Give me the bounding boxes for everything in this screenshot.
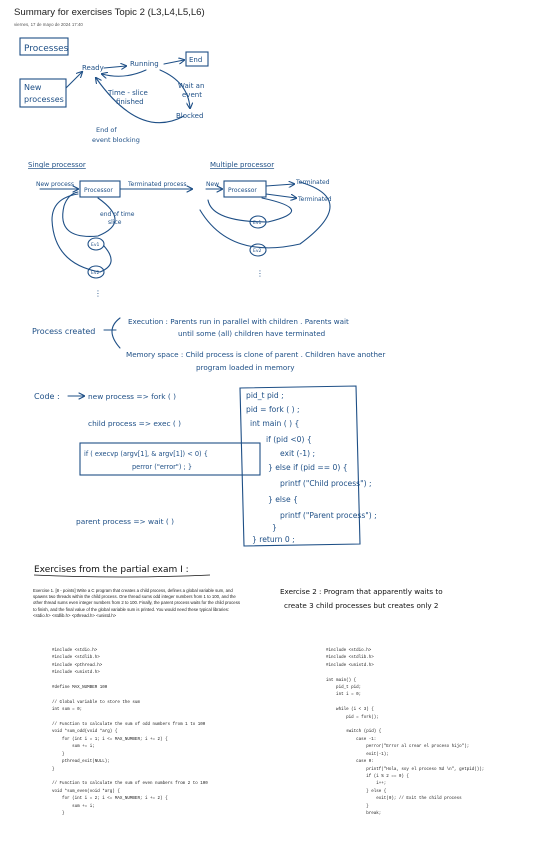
processor-label: Processor bbox=[84, 187, 113, 194]
loop-single-2 bbox=[51, 193, 112, 273]
continuation-dots-multi: ⋮ bbox=[256, 269, 264, 278]
box-line-11: } return 0 ; bbox=[252, 535, 295, 544]
ev2-circle-single bbox=[87, 265, 105, 279]
exercise1-text: Exercise 1. [8 - points] Write a C progr… bbox=[33, 588, 240, 618]
ev1-circle-single bbox=[87, 237, 105, 251]
arrow-timeslice bbox=[102, 69, 147, 76]
new-processes-label-1: New bbox=[24, 83, 42, 92]
execution-line-1: Execution : Parents run in parallel with… bbox=[128, 317, 349, 326]
new-process-label: New process bbox=[36, 181, 74, 188]
ev1-label-single: Ev1 bbox=[91, 242, 100, 248]
wait-event-label-2: event bbox=[182, 91, 202, 99]
arrow-wait-event bbox=[159, 69, 190, 108]
bullet-parent-process: parent process => wait ( ) bbox=[76, 517, 174, 526]
ev1-circle-multi bbox=[249, 215, 267, 229]
end-time-slice-label-1: end of time bbox=[100, 211, 135, 218]
arrow-end-blocking bbox=[96, 78, 185, 124]
processor-box-multi bbox=[223, 180, 267, 198]
end-blocking-label-1: End of bbox=[96, 126, 117, 134]
box-line-6: } else if (pid == 0) { bbox=[268, 463, 348, 472]
code-box bbox=[239, 385, 361, 547]
process-created-label: Process created bbox=[32, 327, 95, 336]
bullet-new-process: new process => fork ( ) bbox=[88, 392, 176, 401]
end-time-slice-label-2: slice bbox=[108, 219, 122, 226]
terminated-process-label: Terminated process bbox=[127, 181, 187, 188]
terminated-label-multi-2: Terminated bbox=[297, 196, 332, 203]
processes-box bbox=[19, 37, 69, 56]
loop-multi-1 bbox=[207, 197, 293, 223]
time-slice-label-1: Time - slice bbox=[107, 89, 148, 97]
box-line-2: pid = fork ( ) ; bbox=[246, 405, 300, 414]
arrow-terminated-multi-1 bbox=[265, 184, 294, 186]
processes-label: Processes bbox=[24, 44, 69, 54]
box-line-8: } else { bbox=[268, 495, 298, 504]
exercises-heading: Exercises from the partial exam I : bbox=[34, 565, 189, 575]
exercises-heading-underline bbox=[33, 574, 211, 578]
processor-label-multi: Processor bbox=[228, 187, 257, 194]
memory-line-1: Memory space : Child process is clone of… bbox=[126, 350, 385, 359]
time-slice-label-2: finished bbox=[116, 98, 144, 106]
memory-line-2: program loaded in memory bbox=[196, 363, 295, 372]
ev2-circle-multi bbox=[249, 243, 267, 257]
exec-line-1: if ( execvp (argv[1], & argv[1]) < 0) { bbox=[84, 450, 208, 458]
continuation-dots-single: ⋮ bbox=[94, 289, 102, 298]
loop-single-1 bbox=[62, 191, 116, 237]
ev2-label-single: Ev2 bbox=[91, 270, 100, 276]
ev2-label-multi: Ev2 bbox=[253, 248, 262, 254]
box-line-9: printf ("Parent process") ; bbox=[280, 511, 377, 520]
new-processes-box bbox=[19, 78, 67, 108]
blocked-label: Blocked bbox=[176, 112, 203, 120]
end-label: End bbox=[189, 56, 202, 64]
page-title: Summary for exercises Topic 2 (L3,L4,L5,… bbox=[14, 7, 205, 18]
code-label: Code : bbox=[34, 392, 60, 401]
box-line-7: printf ("Child process") ; bbox=[280, 479, 372, 488]
new-label-multi: New bbox=[206, 181, 219, 188]
arrow-new-to-ready bbox=[65, 72, 82, 89]
box-line-1: pid_t pid ; bbox=[246, 391, 284, 400]
exec-line-2: perror ("error") ; } bbox=[132, 463, 192, 471]
arrow-running-to-end bbox=[163, 60, 184, 65]
running-label: Running bbox=[130, 60, 159, 68]
multiple-processor-label: Multiple processor bbox=[210, 161, 274, 169]
single-processor-label: Single processor bbox=[28, 161, 86, 169]
ready-label: Ready bbox=[82, 64, 104, 72]
page-date: viernes, 17 de mayo de 2024 17:40 bbox=[14, 22, 83, 27]
arrow-terminated-multi-2 bbox=[265, 193, 296, 198]
new-processes-label-2: processes bbox=[24, 95, 64, 104]
exercise2-line-1: Exercise 2 : Program that apparently wai… bbox=[280, 587, 443, 596]
end-blocking-label-2: event blocking bbox=[92, 136, 140, 144]
box-line-4: if (pid <0) { bbox=[266, 435, 312, 444]
box-line-5: exit (-1) ; bbox=[280, 449, 315, 458]
exercise2-line-2: create 3 child processes but creates onl… bbox=[284, 601, 439, 610]
ev1-label-multi: Ev1 bbox=[253, 220, 262, 226]
end-box bbox=[185, 51, 209, 67]
terminated-label-multi-1: Terminated bbox=[295, 179, 330, 186]
box-line-3: int main ( ) { bbox=[250, 419, 299, 428]
bullet-child-process: child process => exec ( ) bbox=[88, 419, 181, 428]
wait-event-label-1: Wait an bbox=[178, 82, 204, 90]
exec-box bbox=[79, 442, 261, 476]
execution-line-2: until some (all) children have terminate… bbox=[178, 329, 325, 338]
code-block-right: #include <stdio.h> #include <stdlib.h> #… bbox=[326, 649, 485, 816]
arrow-ready-to-running bbox=[103, 66, 126, 68]
box-line-10: } bbox=[272, 523, 277, 532]
code-block-left: #include <stdio.h> #include <stdlib.h> #… bbox=[52, 649, 208, 816]
bracket-process-created bbox=[103, 317, 121, 349]
loop-multi-2 bbox=[199, 181, 331, 249]
